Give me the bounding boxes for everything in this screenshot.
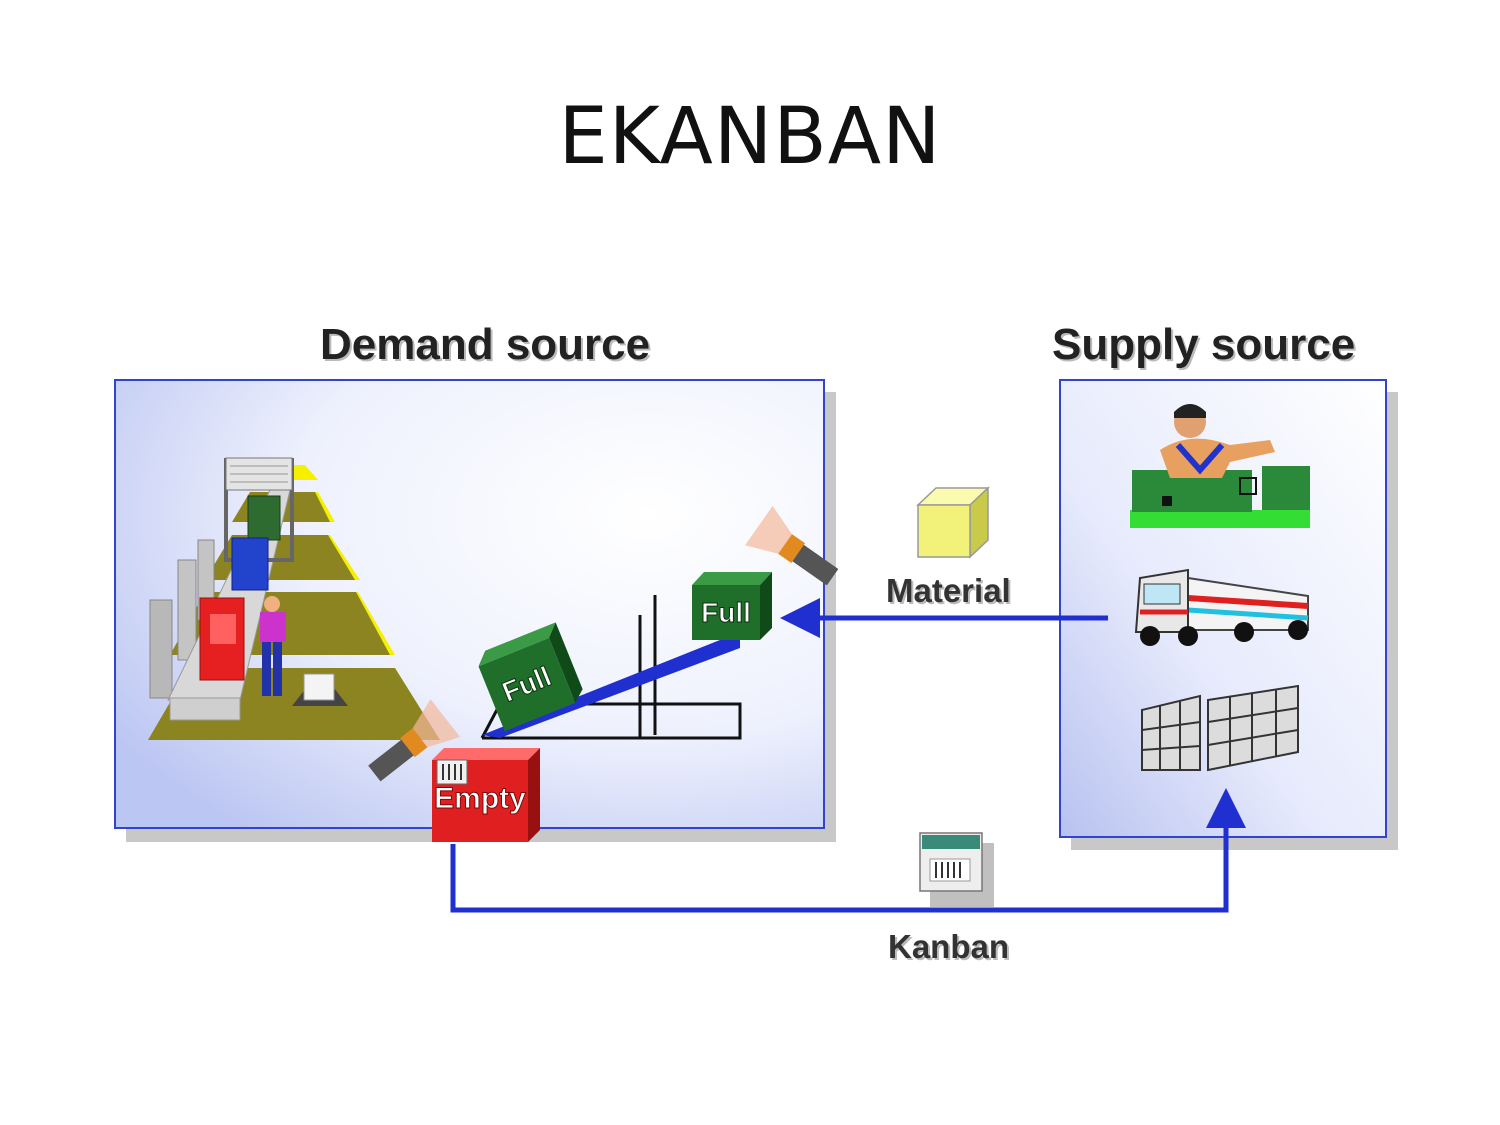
supply-source-panel <box>1059 379 1398 850</box>
kanban-flow-arrow <box>450 788 1246 913</box>
page-title: EKANBAN <box>558 92 942 182</box>
full-container-top: Full <box>692 572 772 640</box>
kanban-card-icon <box>919 832 994 907</box>
full-container-ramp: Full <box>478 622 583 732</box>
storage-rack <box>480 595 742 740</box>
supplier-truck-illustration <box>1134 568 1309 646</box>
kanban-label: Kanban <box>888 928 1010 965</box>
demand-source-panel <box>114 379 836 842</box>
empty-label: Empty <box>434 782 526 815</box>
supplier-warehouse-illustration <box>1141 684 1299 772</box>
empty-container: Empty <box>432 748 540 842</box>
full-label-top: Full <box>701 597 751 628</box>
full-label-ramp: Full <box>498 660 556 707</box>
material-label: Material <box>886 572 1011 609</box>
material-cube-icon <box>916 486 990 559</box>
supplier-worker-illustration <box>1130 404 1310 528</box>
supply-source-heading: Supply source <box>1052 320 1356 369</box>
demand-source-heading: Demand source <box>320 320 651 369</box>
production-line-illustration <box>148 457 440 740</box>
barcode-scanner-icon <box>745 505 839 586</box>
barcode-scanner-icon <box>368 699 461 782</box>
